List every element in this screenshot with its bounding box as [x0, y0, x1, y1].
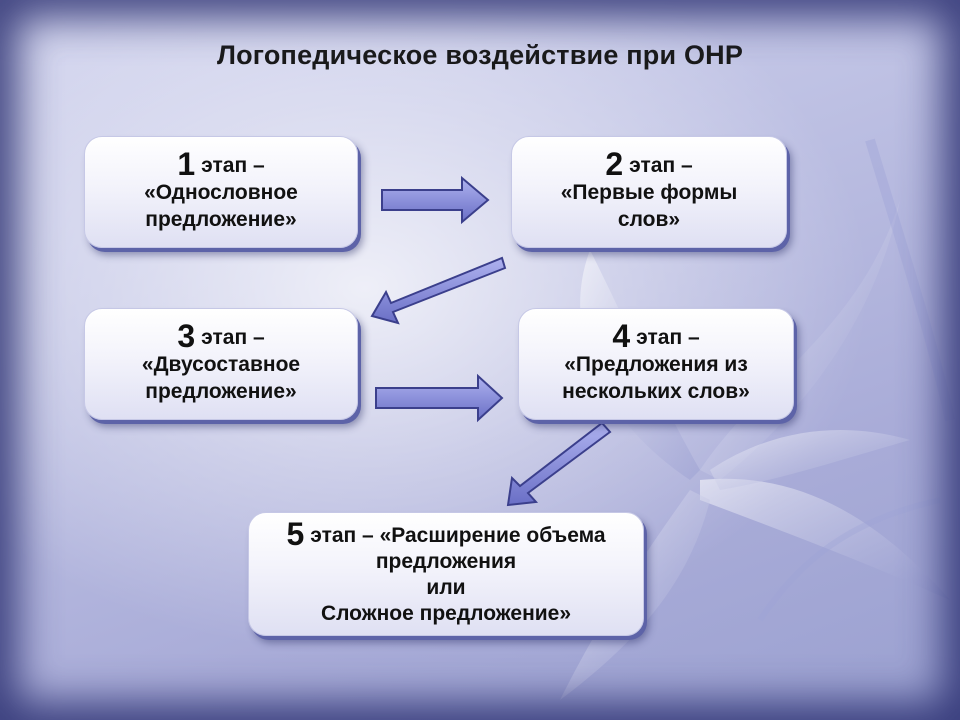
stage-number: 5: [286, 516, 305, 552]
stage-text-line: предложение»: [145, 208, 297, 231]
arrow-down-left-icon: [370, 256, 507, 325]
stage-word: этап –: [201, 154, 265, 177]
stage-word: этап – «Расширение объема: [310, 524, 606, 547]
stage-text-line: или: [426, 576, 466, 599]
stage-text-line: нескольких слов»: [562, 380, 750, 403]
stage-text-line: «Первые формы: [560, 181, 738, 204]
stage-text-line: предложения: [375, 550, 517, 573]
stage-text-line: «Предложения из: [564, 353, 748, 376]
stage-word: этап –: [201, 326, 265, 349]
stage-word: этап –: [636, 326, 700, 349]
stage-number: 2: [605, 146, 624, 182]
page-title: Логопедическое воздействие при ОНР: [216, 40, 744, 70]
stage-text-line: предложение»: [145, 380, 297, 403]
arrow-down-left-icon: [506, 421, 612, 507]
stage-text-line: Сложное предложение»: [320, 602, 572, 625]
stage-number: 4: [612, 318, 631, 354]
stage-number: 3: [177, 318, 196, 354]
stage-word: этап –: [629, 154, 693, 177]
stage-number: 1: [177, 146, 196, 182]
arrow-right-icon: [375, 373, 504, 423]
arrow-right-icon: [381, 175, 490, 225]
stage-text-line: «Однословное: [144, 181, 298, 204]
stage-text-line: слов»: [617, 208, 681, 231]
stage-text-line: «Двусоставное: [141, 353, 301, 376]
